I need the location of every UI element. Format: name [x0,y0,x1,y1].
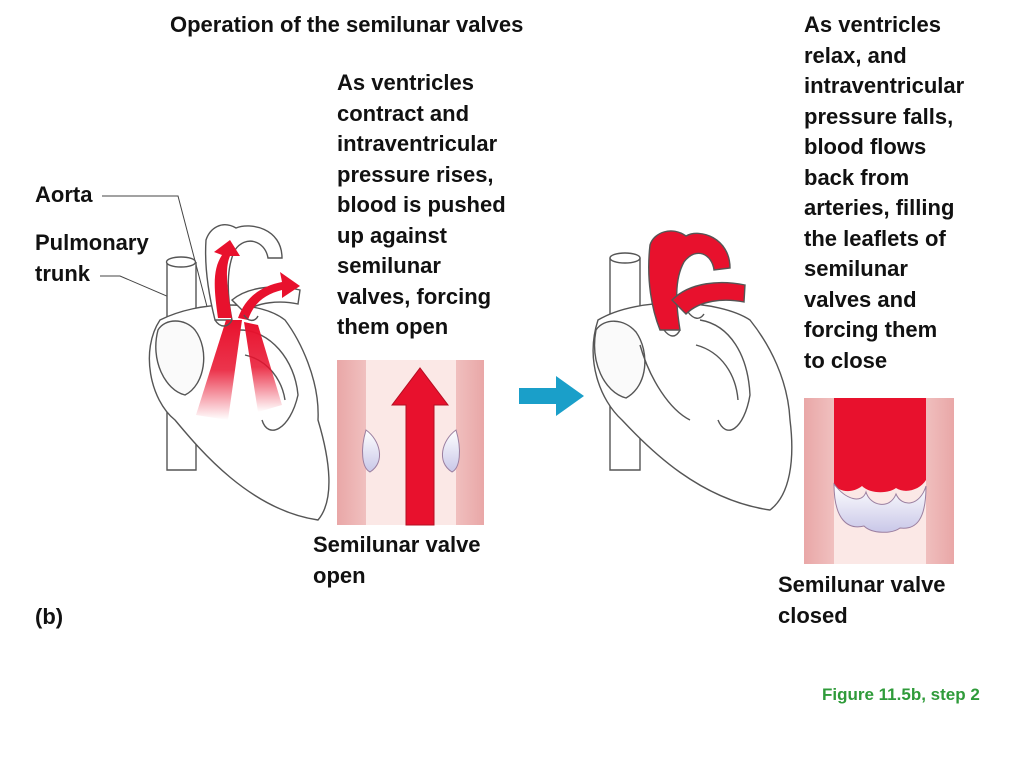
aorta-leader-line [102,195,211,319]
aorta-label: Aorta [35,182,93,207]
pulmonary-flow-arrow [238,272,300,320]
open-valve-inset [337,360,484,526]
aorta-filled [648,230,731,331]
aortic-flow-arrow [214,240,240,318]
figure-reference: Figure 11.5b, step 2 [822,685,980,704]
closed-valve-caption: Semilunar valve closed [778,572,946,628]
right-arrow-icon [519,376,584,416]
contraction-description: As ventricles contract and intraventricu… [337,70,506,339]
heart-relaxing [592,230,793,511]
pulmonary-trunk-label: Pulmonary trunk [35,230,149,286]
panel-letter: (b) [35,604,64,629]
closed-valve-inset [804,398,954,564]
open-valve-caption: Semilunar valve open [313,532,481,588]
relaxation-description: As ventricles relax, and intraventricula… [804,12,965,373]
heart-contracting [148,224,330,521]
up-arrow-icon [390,367,450,526]
pulmonary-trunk-filled [671,281,746,315]
page-title: Operation of the semilunar valves [170,12,524,37]
